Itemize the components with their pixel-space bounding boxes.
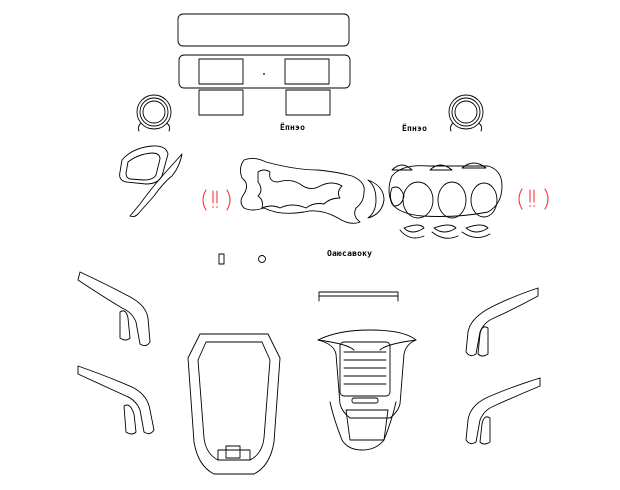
console-vent-right: [317, 329, 417, 451]
left-shroud-piece: [119, 145, 183, 218]
gauge-ring-right: [448, 94, 484, 132]
right-cluster-label: Ёпнэо: [402, 124, 428, 133]
left-cluster-label: Ёпнэо: [280, 123, 306, 132]
small-tab-piece: [218, 253, 225, 265]
dashboard-center-outline: [239, 157, 385, 224]
lower-window-right: [285, 89, 331, 116]
thin-bar-piece: [318, 291, 399, 302]
left-side-trim-lower: [77, 365, 155, 435]
center-label: Оаюсавоку: [327, 249, 373, 258]
right-side-trim-lower: [465, 377, 541, 445]
lower-window-left: [198, 89, 244, 116]
small-round-piece: [258, 255, 266, 263]
gauge-ring-left: [136, 94, 172, 132]
console-shield-left: [187, 333, 281, 475]
right-side-trim-upper: [465, 287, 539, 357]
display-panel: [178, 54, 351, 89]
top-panel-outline: [177, 13, 350, 47]
left-side-trim-upper: [77, 271, 151, 347]
red-marks-left: [202, 189, 231, 211]
right-vent-cluster: [388, 162, 503, 239]
red-marks-right: [518, 188, 549, 210]
